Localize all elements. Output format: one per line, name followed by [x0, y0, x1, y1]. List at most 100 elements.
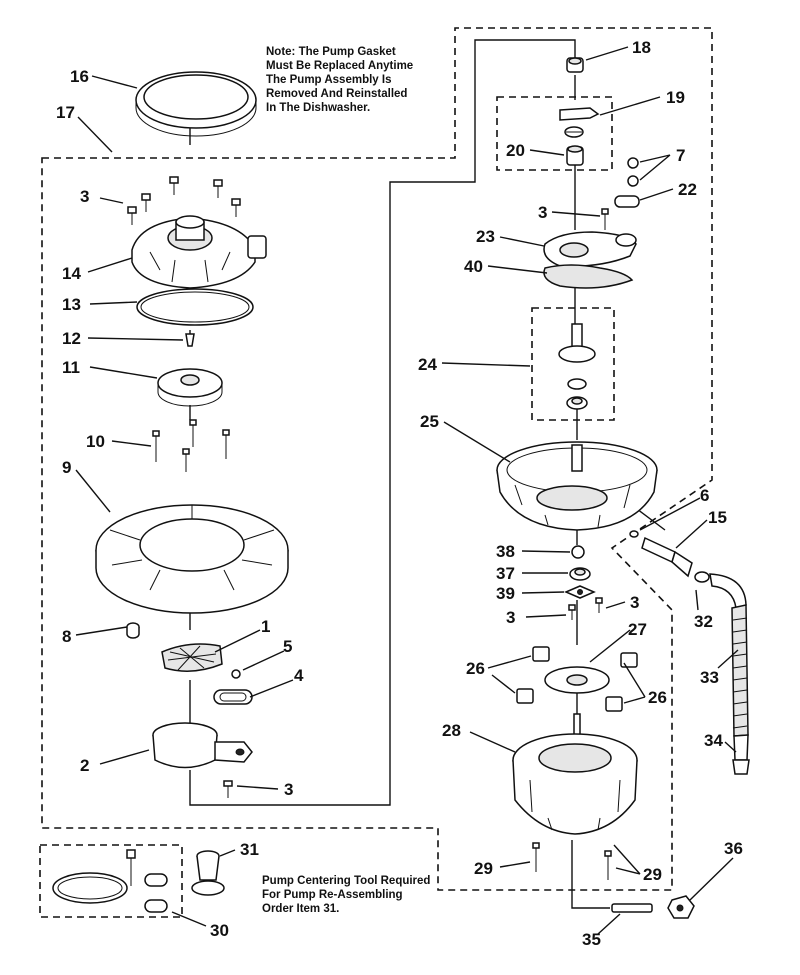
callout-3-right-top: 3 [538, 203, 547, 222]
screw-29b [604, 850, 612, 880]
bushing-18 [566, 57, 584, 73]
hose-assembly-15-33 [629, 530, 750, 775]
callout-12: 12 [62, 329, 81, 348]
nut-12 [185, 333, 195, 347]
callout-13: 13 [62, 295, 81, 314]
centering-tool-note: Pump Centering Tool Required For Pump Re… [262, 875, 430, 915]
assembly-axis-lines [189, 39, 666, 909]
callout-27: 27 [628, 620, 647, 639]
callout-16: 16 [70, 67, 89, 86]
callout-2: 2 [80, 756, 89, 775]
shaft-35 [611, 903, 653, 913]
callout-19: 19 [666, 88, 685, 107]
callout-20: 20 [506, 141, 525, 160]
ball-5 [231, 669, 241, 679]
callout-3-lower-left: 3 [284, 780, 293, 799]
callout-36: 36 [724, 839, 743, 858]
callout-1: 1 [261, 617, 270, 636]
nut-36 [667, 895, 695, 919]
outline-item-19-group [496, 96, 613, 171]
callouts: 16 17 3 14 13 12 11 10 9 8 1 5 4 2 3 18 … [56, 38, 743, 949]
callout-25: 25 [420, 412, 439, 431]
impeller-11 [157, 368, 223, 407]
callout-3-mid-left: 3 [506, 608, 515, 627]
svg-text:For Pump Re-Assembling: For Pump Re-Assembling [262, 889, 403, 901]
svg-text:Order Item 31.: Order Item 31. [262, 903, 339, 915]
callout-24: 24 [418, 355, 437, 374]
callout-10: 10 [86, 432, 105, 451]
plug-8 [126, 622, 140, 639]
callout-7: 7 [676, 146, 685, 165]
impeller-27 [544, 666, 610, 694]
callout-35: 35 [582, 930, 601, 949]
centering-tool-31 [191, 850, 225, 896]
kit-30-parts [52, 849, 168, 913]
shaft-assembly-24 [558, 323, 596, 410]
callout-11: 11 [62, 358, 80, 377]
callout-3-mid-right: 3 [630, 593, 639, 612]
gasket-note: Note: The Pump Gasket Must Be Replaced A… [266, 46, 413, 114]
bearing-20 [566, 145, 584, 166]
gasket-40 [543, 264, 634, 289]
callout-18: 18 [632, 38, 651, 57]
callout-28: 28 [442, 721, 461, 740]
callout-29-right: 29 [643, 865, 662, 884]
screw-3-mid-b [595, 597, 603, 613]
parts [52, 57, 750, 919]
callout-6: 6 [700, 486, 709, 505]
motor-28 [512, 713, 638, 835]
screws-10 [152, 419, 230, 472]
svg-text:Pump Centering Tool Required: Pump Centering Tool Required [262, 875, 430, 887]
check-valve-19 [559, 107, 600, 138]
callout-9: 9 [62, 458, 71, 477]
motor-housing-25 [496, 441, 658, 531]
svg-text:Note: The Pump Gasket: Note: The Pump Gasket [266, 46, 396, 58]
svg-text:In The Dishwasher.: In The Dishwasher. [266, 102, 370, 114]
callout-15: 15 [708, 508, 727, 527]
clip-26b [605, 652, 638, 712]
ball-7b [627, 175, 639, 187]
pump-base-9 [95, 504, 289, 614]
pump-housing-14 [131, 215, 267, 289]
outline-item-24-group [531, 307, 615, 421]
screw-29a [532, 842, 540, 872]
callout-37: 37 [496, 564, 515, 583]
callout-5: 5 [283, 637, 292, 656]
callout-33: 33 [700, 668, 719, 687]
pump-gasket-16 [135, 71, 257, 137]
callout-29-left: 29 [474, 859, 493, 878]
callout-40: 40 [464, 257, 483, 276]
svg-text:The Pump Assembly Is: The Pump Assembly Is [266, 74, 391, 86]
callout-31: 31 [240, 840, 259, 859]
valve-body-23 [543, 231, 637, 268]
callout-26-right: 26 [648, 688, 667, 707]
callout-38: 38 [496, 542, 515, 561]
outline-pump-assembly-17 [41, 27, 713, 891]
callout-34: 34 [704, 731, 723, 750]
callout-14: 14 [62, 264, 81, 283]
gasket-22 [614, 195, 640, 208]
group-outlines [39, 27, 713, 918]
ring-38 [571, 545, 585, 559]
callout-23: 23 [476, 227, 495, 246]
callout-30: 30 [210, 921, 229, 940]
clip-26a [516, 646, 550, 704]
callout-22: 22 [678, 180, 697, 199]
screw-3-lower [223, 780, 233, 798]
callout-17: 17 [56, 103, 75, 122]
callout-4: 4 [294, 666, 304, 685]
svg-text:Must Be Replaced Anytime: Must Be Replaced Anytime [266, 60, 413, 72]
o-ring-13 [136, 288, 254, 326]
callout-32: 32 [694, 612, 713, 631]
leader-lines [75, 46, 739, 935]
screw-3-mid-a [568, 604, 576, 620]
svg-text:Removed And Reinstalled: Removed And Reinstalled [266, 88, 407, 100]
lower-housing-2 [152, 722, 253, 769]
screws-3-top [127, 176, 241, 225]
gasket-4 [213, 689, 253, 705]
callout-3: 3 [80, 187, 89, 206]
bracket-39 [564, 585, 596, 599]
filter-screen-1 [161, 643, 223, 672]
screw-3-right-top [601, 208, 609, 230]
